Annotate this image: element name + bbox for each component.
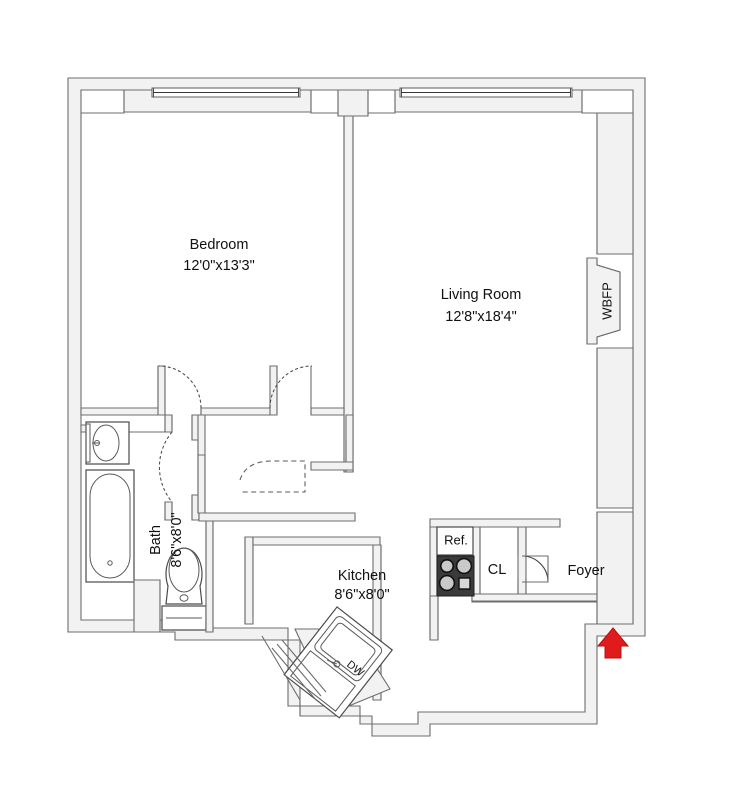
bedroom-south-wall [80, 365, 345, 416]
feature-labels: WBFP CL Ref. DW [344, 282, 614, 679]
refrigerator [436, 526, 474, 556]
door-bedroom-right [269, 365, 313, 409]
label-living-room-dims: 12'8"x18'4" [445, 309, 516, 325]
label-kitchen-dims: 8'6"x8'0" [334, 587, 389, 603]
label-bedroom-dims: 12'0"x13'3" [183, 258, 254, 274]
north-pier [337, 89, 369, 117]
entry-arrow-icon [596, 627, 630, 659]
bathroom-sink [85, 421, 130, 465]
label-kitchen-name: Kitchen [338, 568, 386, 584]
bath-east-wall [133, 454, 214, 633]
window-bedroom [81, 87, 338, 114]
hall-walls [164, 414, 356, 522]
label-refrigerator: Ref. [444, 532, 468, 547]
label-closet: CL [488, 562, 507, 578]
label-living-room-name: Living Room [441, 287, 522, 303]
range-stove [436, 555, 475, 597]
door-bedroom-left [157, 365, 202, 409]
label-wbfp: WBFP [599, 282, 614, 320]
label-bedroom-name: Bedroom [190, 237, 249, 253]
toilet [161, 547, 207, 631]
label-bath-dims: 8'6"x8'0" [169, 512, 185, 567]
room-labels: Bedroom 12'0"x13'3" Living Room 12'8"x18… [148, 237, 605, 603]
label-bath-name: Bath [148, 525, 164, 555]
bathtub [85, 469, 135, 583]
label-foyer-name: Foyer [567, 563, 604, 579]
kitchen-angled-counter [261, 606, 394, 719]
window-living-room [368, 87, 633, 114]
fireplace-wbfp [586, 112, 634, 625]
door-closet [521, 555, 549, 583]
